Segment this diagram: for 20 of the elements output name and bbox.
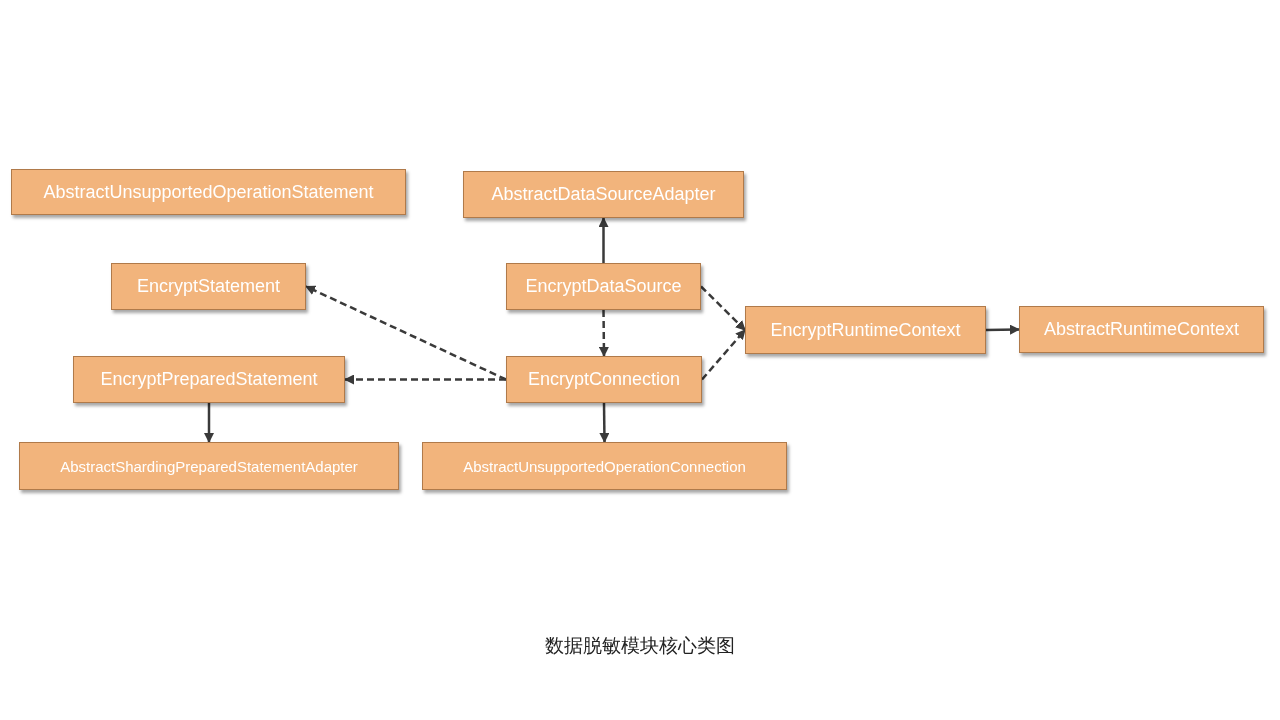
class-box: AbstractUnsupportedOperationStatement <box>11 169 406 215</box>
class-box: EncryptStatement <box>111 263 306 310</box>
arrow <box>305 285 507 381</box>
arrow <box>599 403 610 443</box>
arrow <box>598 217 609 263</box>
class-box: EncryptConnection <box>506 356 702 403</box>
arrow <box>204 403 214 443</box>
arrow <box>700 285 746 331</box>
class-box: EncryptRuntimeContext <box>745 306 986 354</box>
caption: 数据脱敏模块核心类图 <box>545 634 735 656</box>
arrow <box>598 310 609 357</box>
class-box: EncryptPreparedStatement <box>73 356 345 403</box>
class-box: EncryptDataSource <box>506 263 701 310</box>
arrow <box>344 374 506 385</box>
arrow <box>701 329 746 381</box>
arrow <box>986 324 1020 335</box>
class-box: AbstractShardingPreparedStatementAdapter <box>19 442 399 490</box>
class-box: AbstractRuntimeContext <box>1019 306 1264 353</box>
class-box: AbstractUnsupportedOperationConnection <box>422 442 787 490</box>
class-box: AbstractDataSourceAdapter <box>463 171 744 218</box>
